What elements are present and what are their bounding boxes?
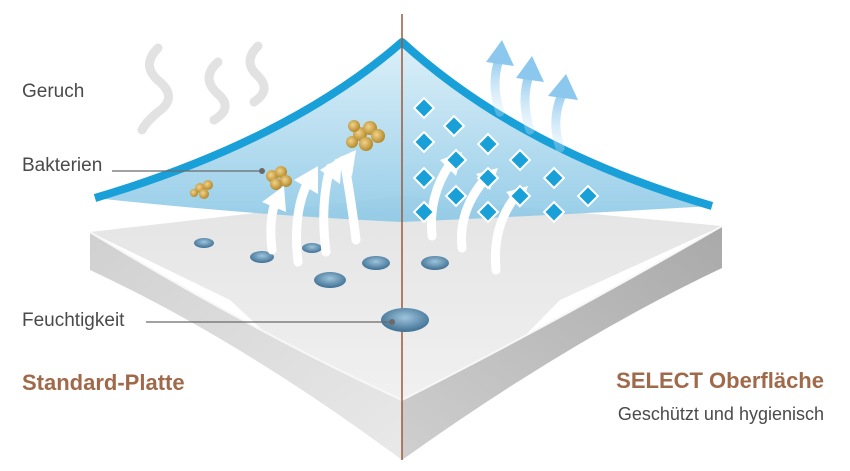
membrane-pores-icon	[412, 96, 600, 224]
membrane	[93, 38, 714, 222]
bacteria-icon	[190, 120, 385, 199]
bacteria-label: Bakterien	[22, 155, 103, 176]
odor-label: Geruch	[22, 81, 85, 102]
moisture-label: Feuchtigkeit	[22, 310, 125, 331]
leader-lines	[112, 170, 392, 323]
trapped-moisture-arrows-icon	[262, 150, 361, 267]
odor-wisps-icon	[137, 41, 269, 135]
moisture-droplets	[194, 238, 449, 332]
bacteria-pointer-dot	[259, 168, 265, 174]
select-surface-subtitle: Geschützt und hygienisch	[617, 404, 824, 424]
vapor-escape-arrows-icon	[486, 40, 578, 153]
standard-panel-title: Standard-Platte	[22, 370, 185, 395]
moisture-pointer-dot	[389, 319, 395, 325]
select-surface-title: SELECT Oberfläche	[616, 368, 824, 393]
